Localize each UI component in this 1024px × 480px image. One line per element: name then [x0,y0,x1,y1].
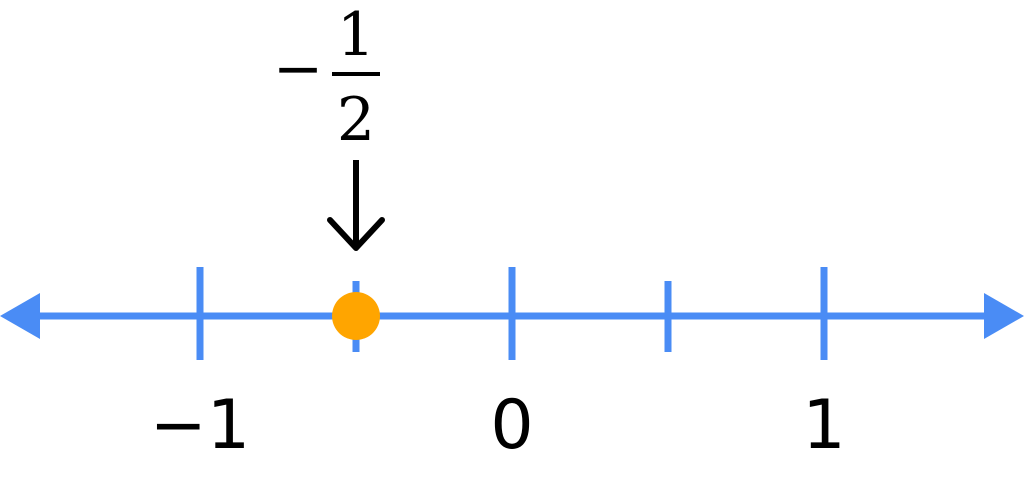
marked-point [332,292,380,340]
tick-label-1: 1 [802,386,845,465]
tick-label-0: 0 [490,386,533,465]
fraction-numerator: 1 [337,0,375,70]
fraction-denominator: 2 [337,85,375,155]
tick-label-minus-1: −1 [150,386,250,465]
down-arrow-icon [327,217,385,251]
left-arrowhead-icon [0,293,40,339]
fraction-sign: − [273,34,323,104]
right-arrowhead-icon [984,293,1024,339]
